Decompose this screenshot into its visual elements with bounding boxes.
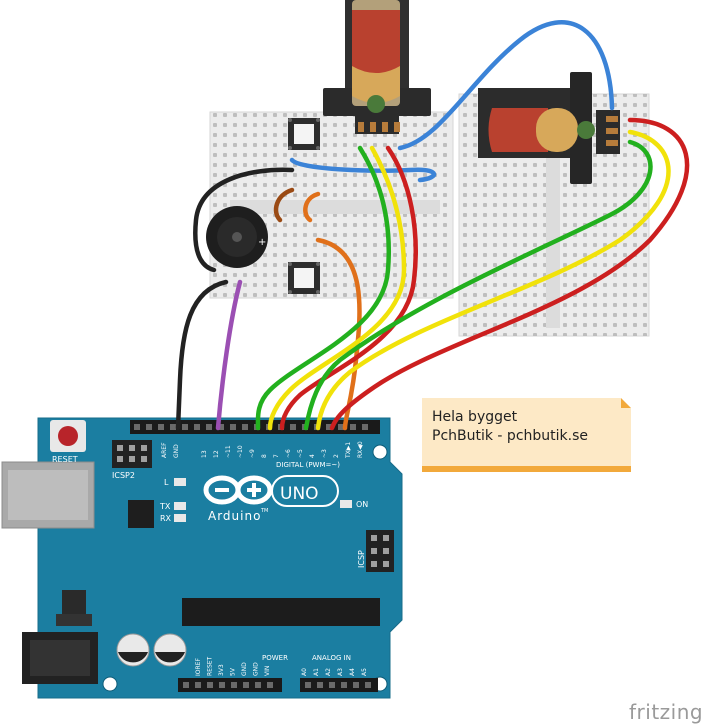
- pushbutton-top: [288, 118, 320, 150]
- arduino-logo: [203, 475, 273, 505]
- aref-label: AREF: [161, 442, 168, 458]
- tm-label: TM: [260, 508, 268, 514]
- digital-pin-label-13: RX◀0: [357, 441, 364, 458]
- power-pin-label-2: 3V3: [218, 664, 225, 676]
- brand-label: Arduino: [208, 509, 261, 523]
- analog-pin-label-0: A0: [301, 668, 308, 676]
- analog-pin-label-3: A3: [337, 668, 344, 676]
- wire-brown: [273, 187, 295, 223]
- power-pin-label-3: 5V: [230, 667, 237, 676]
- reset-label: RESET: [52, 455, 78, 464]
- servo-motor-top: [323, 0, 431, 134]
- servo-motor-right: [478, 72, 620, 184]
- analog-label: ANALOG IN: [312, 654, 351, 662]
- wires: [175, 20, 690, 431]
- wire-yellow-top: [267, 145, 407, 431]
- digital-pin-label-2: ~11: [225, 445, 232, 458]
- gnd-label: GND: [173, 444, 180, 458]
- power-pin-label-0: IOREF: [195, 658, 202, 676]
- analog-pin-labels: A0 A1 A2 A3 A4 A5: [301, 668, 368, 676]
- digital-label: DIGITAL (PWM=~): [276, 461, 340, 469]
- digital-pin-labels: 13 12 ~11 ~10 ~9 8 7 ~6 ~5 4 ~3 2 TX▶1 RX◀0: [201, 441, 364, 459]
- digital-pin-label-0: 13: [201, 450, 208, 458]
- power-pin-label-5: GND: [253, 662, 260, 676]
- power-pin-label-6: VIN: [264, 666, 271, 676]
- analog-pin-label-5: A5: [361, 668, 368, 676]
- board-labels: RESET ICSP2 L TX RX ON DIGITAL (PWM=~) A…: [52, 442, 368, 662]
- digital-pin-label-5: 8: [261, 454, 268, 458]
- tx-label: TX: [159, 502, 171, 511]
- icsp2-label: ICSP2: [112, 471, 135, 480]
- wire-blue-servo-top: [397, 20, 615, 151]
- analog-pin-label-2: A2: [325, 668, 332, 676]
- wire-red-top: [279, 145, 418, 431]
- digital-pin-label-10: ~3: [321, 449, 328, 458]
- digital-pin-label-1: 12: [213, 450, 220, 458]
- wire-black-buzzer-top: [193, 167, 295, 273]
- analog-pin-label-4: A4: [349, 668, 356, 676]
- power-pin-label-4: GND: [241, 662, 248, 676]
- on-label: ON: [356, 500, 368, 509]
- note-line-2: PchButik - pchbutik.se: [432, 428, 588, 444]
- digital-pin-label-11: 2: [333, 454, 340, 458]
- wire-yellow-right: [315, 129, 671, 431]
- wire-green-top: [255, 145, 391, 431]
- model-label: UNO: [280, 484, 319, 504]
- info-note: Hela bygget PchButik - pchbutik.se: [422, 398, 631, 472]
- l-label: L: [164, 478, 169, 487]
- pushbutton-bottom: [288, 262, 320, 294]
- digital-pin-label-8: ~5: [297, 449, 304, 458]
- digital-pin-label-4: ~9: [249, 449, 256, 458]
- wire-purple: [215, 279, 243, 431]
- digital-pin-label-9: 4: [309, 454, 316, 458]
- fritzing-watermark: fritzing: [629, 700, 704, 724]
- wire-green-right: [303, 139, 653, 431]
- digital-pin-label-7: ~6: [285, 449, 292, 458]
- svg-text:+: +: [258, 237, 266, 248]
- wire-black-gnd: [175, 279, 229, 431]
- icsp-label: ICSP: [357, 550, 366, 568]
- arduino-uno-board: [1, 417, 403, 699]
- power-label: POWER: [262, 654, 288, 662]
- note-line-1: Hela bygget: [432, 409, 518, 425]
- power-pin-labels: IOREF RESET 3V3 5V GND GND VIN: [195, 656, 271, 676]
- digital-pin-label-12: TX▶1: [345, 442, 352, 459]
- power-pin-label-1: RESET: [207, 656, 214, 676]
- analog-pin-label-1: A1: [313, 668, 320, 676]
- digital-pin-label-3: ~10: [237, 445, 244, 458]
- piezo-buzzer: +: [206, 206, 268, 268]
- wire-red-right: [329, 117, 690, 431]
- digital-pin-label-6: 7: [273, 454, 280, 458]
- rx-label: RX: [160, 514, 172, 523]
- wire-orange-short: [303, 191, 321, 223]
